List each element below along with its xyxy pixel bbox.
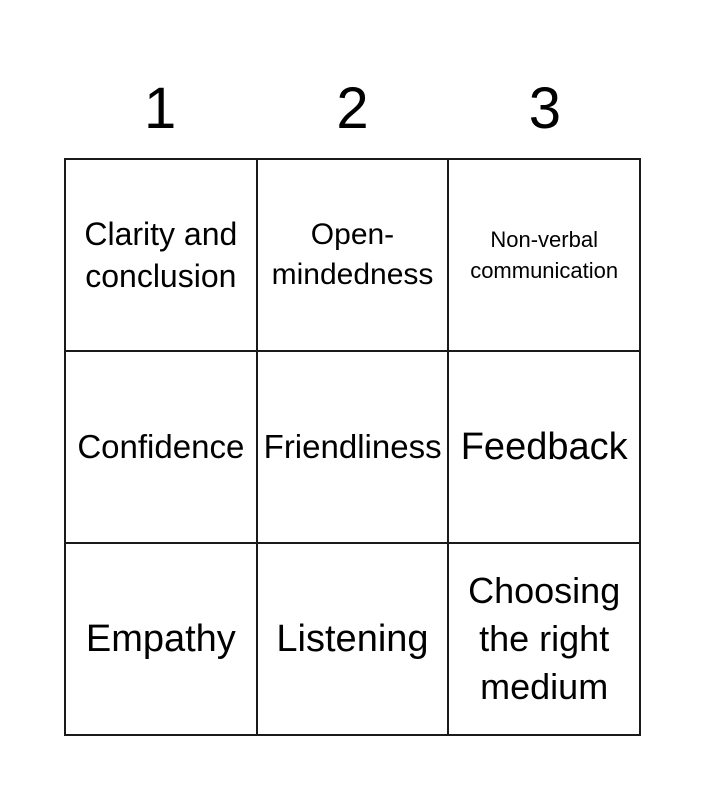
bingo-grid: Clarity and conclusion Open- mindedness … (64, 158, 641, 736)
column-header-1: 1 (144, 76, 177, 141)
bingo-cell-r2c1[interactable]: Confidence (66, 352, 258, 544)
bingo-cell-label: Open- mindedness (271, 218, 434, 291)
bingo-cell-r1c1[interactable]: Clarity and conclusion (66, 160, 258, 352)
bingo-cell-r3c1[interactable]: Empathy (66, 544, 258, 736)
column-header-row: 1 2 3 (64, 66, 641, 158)
bingo-cell-r3c3[interactable]: Choosing the right medium (449, 544, 641, 736)
bingo-cell-label: Empathy (85, 618, 236, 660)
bingo-cell-label: Non-verbal communication (470, 227, 619, 283)
column-header-3: 3 (528, 76, 561, 141)
bingo-cell-label: Choosing the right medium (468, 570, 621, 707)
bingo-cell-r2c3[interactable]: Feedback (449, 352, 641, 544)
bingo-cell-label: Feedback (460, 426, 628, 468)
bingo-cell-r1c2[interactable]: Open- mindedness (257, 160, 450, 352)
bingo-cell-label: Confidence (77, 428, 245, 465)
bingo-cell-label: Friendliness (263, 428, 442, 465)
bingo-cell-label: Listening (276, 618, 429, 660)
column-header-2: 2 (336, 76, 369, 141)
bingo-cell-label: Clarity and conclusion (84, 216, 238, 294)
bingo-cell-r2c2[interactable]: Friendliness (257, 352, 450, 544)
bingo-cell-r1c3[interactable]: Non-verbal communication (449, 160, 641, 352)
bingo-cell-r3c2[interactable]: Listening (257, 544, 450, 736)
